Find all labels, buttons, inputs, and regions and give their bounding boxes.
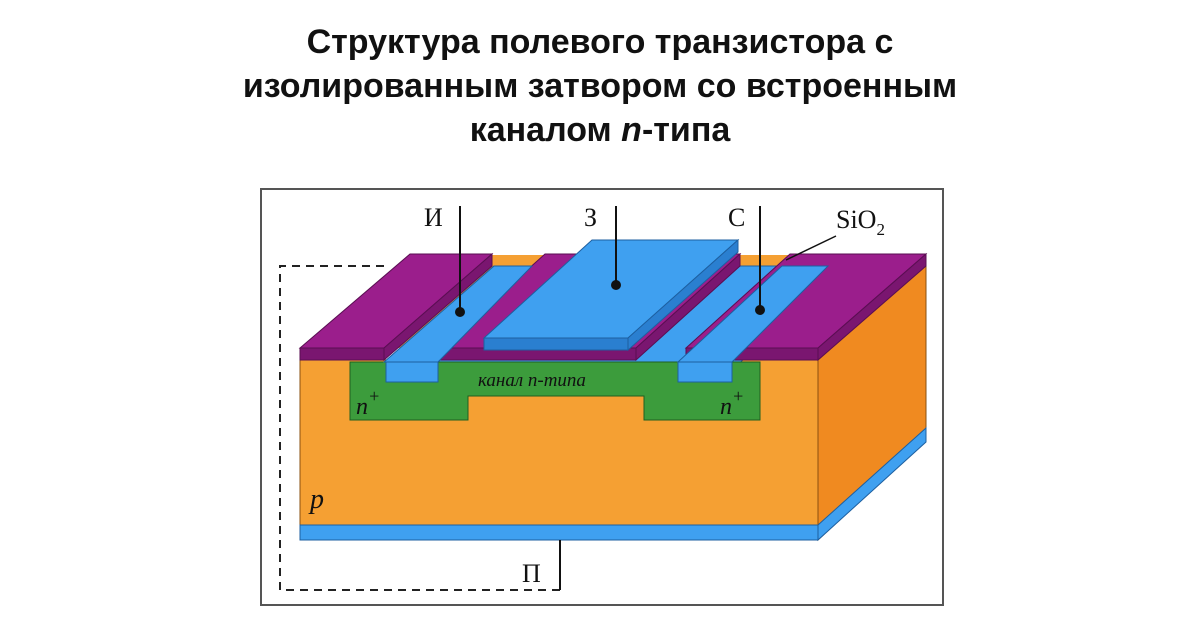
gate-metal-side [627, 238, 739, 352]
drain-lead-dot [755, 305, 765, 315]
oxide-label: SiO2 [836, 205, 885, 239]
drain-contact-front [677, 361, 733, 383]
oxide-center-side [635, 252, 741, 362]
body-label: П [522, 559, 541, 588]
page-title: Структура полевого транзистора с изолиро… [0, 20, 1200, 152]
oxide-left-side [383, 252, 493, 362]
body-connection-dashed [279, 265, 561, 591]
oxide-label-main: SiO [836, 205, 876, 234]
drain-label: С [728, 203, 745, 232]
source-lead-dot [455, 307, 465, 317]
source-contact-front [385, 361, 439, 383]
title-line-2: изолированным затвором со встроенным [242, 67, 958, 105]
n-plus-right-sup: + [732, 386, 744, 406]
title-line-3: каналом n-типа [0, 108, 1200, 152]
oxide-label-sub: 2 [876, 220, 885, 239]
title-line-3-italic: n [621, 111, 642, 149]
oxide-pointer [785, 235, 837, 261]
n-plus-left-label: n+ [356, 386, 380, 420]
oxide-left-edge [299, 347, 385, 361]
bottom-contact [299, 524, 819, 541]
gate-lead-dot [611, 280, 621, 290]
oxide-right-side [817, 252, 927, 362]
title-line-3-pre: каналом [469, 111, 622, 149]
title-line-3-post: -типа [641, 111, 731, 149]
drain-metal [676, 265, 830, 363]
gate-metal-front [483, 337, 629, 351]
n-channel-region [349, 361, 761, 421]
source-label: И [424, 203, 443, 232]
gate-label: З [584, 203, 597, 232]
n-plus-right-n: n [720, 394, 732, 420]
channel-label: канал n-типа [478, 370, 586, 391]
n-plus-left-n: n [356, 394, 368, 420]
n-plus-right-label: n+ [720, 386, 744, 420]
title-line-1: Структура полевого транзистора с [306, 23, 894, 61]
substrate-label: p [308, 484, 324, 515]
n-plus-left-sup: + [368, 386, 380, 406]
